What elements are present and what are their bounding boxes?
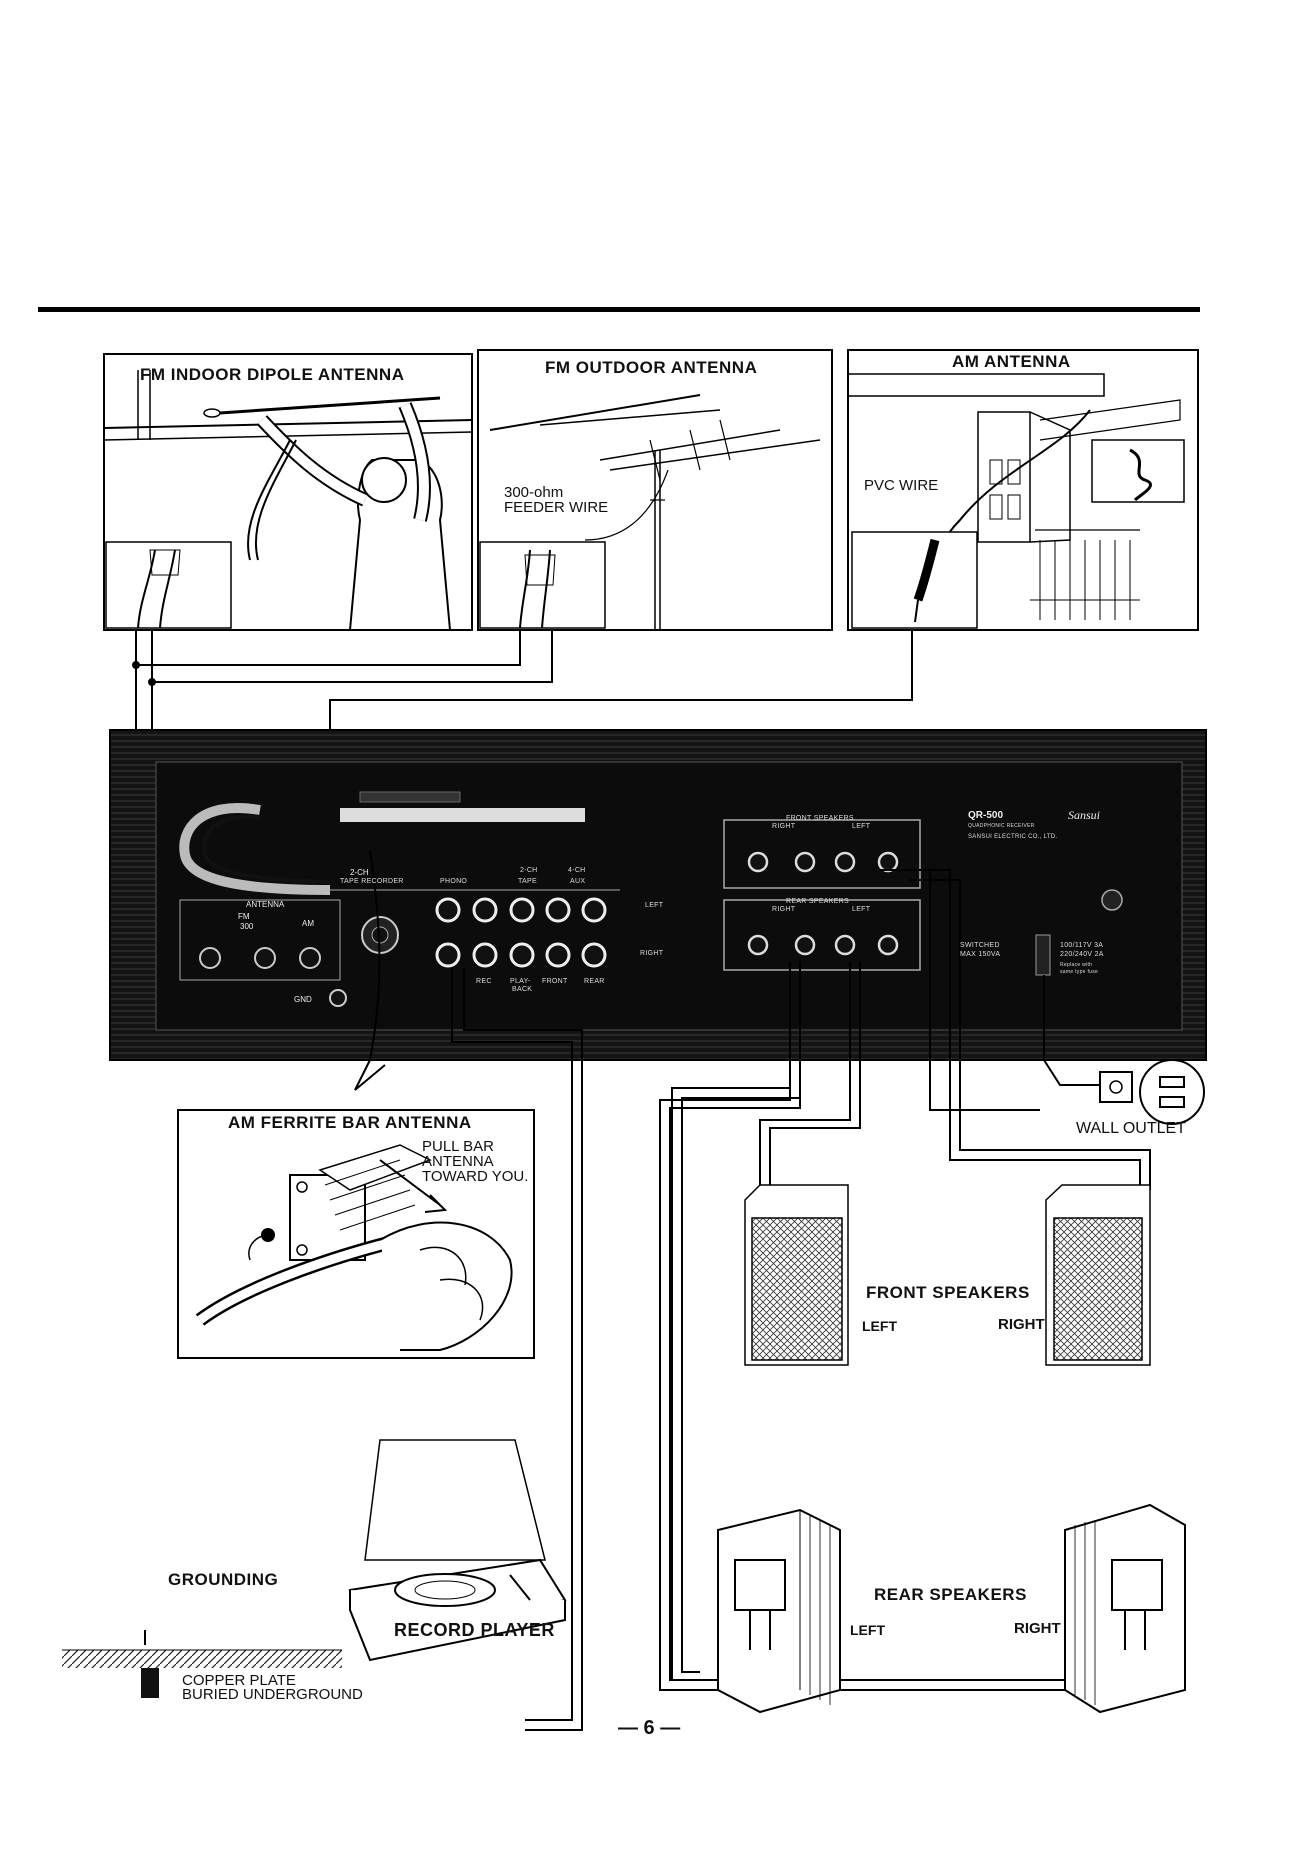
playback-label-2: BACK	[512, 986, 533, 993]
grounding-art	[62, 1630, 342, 1698]
aux-label: AUX	[570, 878, 586, 885]
ch2-label: 2-CH	[520, 867, 538, 874]
rear-right-label: RIGHT	[1014, 1620, 1061, 1637]
tape-recorder-label: TAPE RECORDER	[340, 878, 404, 885]
rear-speakers-label: REAR SPEAKERS	[874, 1585, 1027, 1604]
receiver-art	[109, 729, 1207, 1061]
maker-label: SANSUI ELECTRIC CO., LTD.	[968, 834, 1058, 840]
voltage-label-2: 220/240V 2A	[1060, 951, 1104, 958]
fuse-note-1: Replace with	[1060, 962, 1093, 968]
ferrite-title: AM FERRITE BAR ANTENNA	[228, 1113, 472, 1132]
ferrite-instruction-1: PULL BAR	[422, 1138, 494, 1155]
rear-jack-label: REAR	[584, 978, 605, 985]
ferrite-instruction-2: ANTENNA	[422, 1153, 494, 1170]
record-player-art	[348, 1439, 567, 1662]
playback-label-1: PLAY-	[510, 978, 531, 985]
brand-logo: Sansui	[1068, 808, 1101, 822]
front-term-right: RIGHT	[772, 823, 796, 830]
rear-left-label: LEFT	[850, 1622, 885, 1638]
max-va-label: MAX 150VA	[960, 951, 1001, 958]
wall-outlet-label: WALL OUTLET	[1076, 1120, 1186, 1137]
rear-term-left: LEFT	[852, 906, 871, 913]
feeder-wire-label-1: 300-ohm	[504, 484, 564, 501]
fm-indoor-panel-art	[103, 353, 473, 631]
jack-left-label: LEFT	[645, 902, 664, 909]
jack-right-label: RIGHT	[640, 950, 664, 957]
ferrite-panel-art	[177, 1109, 535, 1359]
gnd-label: GND	[294, 995, 312, 1004]
switched-label: SWITCHED	[960, 942, 1000, 949]
fm-outdoor-title: FM OUTDOOR ANTENNA	[545, 358, 758, 377]
pvc-wire-label: PVC WIRE	[864, 477, 939, 494]
front-left-label: LEFT	[862, 1318, 897, 1334]
rec-label: REC	[476, 978, 492, 985]
front-speakers-term-label: FRONT SPEAKERS	[786, 815, 854, 822]
front-right-label: RIGHT	[998, 1316, 1045, 1333]
front-speakers-art	[744, 1184, 1151, 1366]
am-label: AM	[302, 919, 314, 928]
fm-outdoor-panel-art	[477, 349, 833, 631]
model-label: QR-500	[968, 810, 1004, 821]
front-jack-label: FRONT	[542, 978, 568, 985]
top-rule	[38, 307, 1200, 312]
fm-indoor-title: FM INDOOR DIPOLE ANTENNA	[140, 365, 405, 384]
am-antenna-panel-art	[847, 349, 1199, 631]
am-antenna-title: AM ANTENNA	[952, 352, 1071, 371]
phono-label: PHONO	[440, 878, 468, 885]
wall-outlet-art	[1099, 1059, 1205, 1125]
grounding-label: GROUNDING	[168, 1570, 279, 1589]
front-term-left: LEFT	[852, 823, 871, 830]
rear-speakers-term-label: REAR SPEAKERS	[786, 898, 850, 905]
rear-term-right: RIGHT	[772, 906, 796, 913]
ohm-label: 300	[240, 922, 254, 931]
page-number: — 6 —	[618, 1717, 681, 1739]
copper-plate-label-2: BURIED UNDERGROUND	[182, 1686, 363, 1703]
rear-speakers-art	[717, 1503, 1186, 1714]
antenna-label: ANTENNA	[246, 900, 285, 909]
record-player-label: RECORD PLAYER	[394, 1620, 555, 1640]
feeder-wire-label-2: FEEDER WIRE	[504, 499, 609, 516]
rca-jacks	[435, 897, 607, 968]
fm-label: FM	[238, 912, 250, 921]
ch4-label: 4-CH	[568, 867, 586, 874]
fuse-note-2: same type fuse	[1060, 969, 1099, 975]
tape-label: TAPE	[518, 878, 537, 885]
front-speakers-label: FRONT SPEAKERS	[866, 1283, 1030, 1302]
model-sub-label: QUADPHONIC RECEIVER	[968, 823, 1035, 829]
voltage-label-1: 100/117V 3A	[1060, 942, 1104, 949]
ferrite-instruction-3: TOWARD YOU.	[422, 1168, 529, 1185]
tape-2ch-label: 2-CH	[350, 868, 369, 877]
copper-plate-label-1: COPPER PLATE	[182, 1672, 296, 1689]
